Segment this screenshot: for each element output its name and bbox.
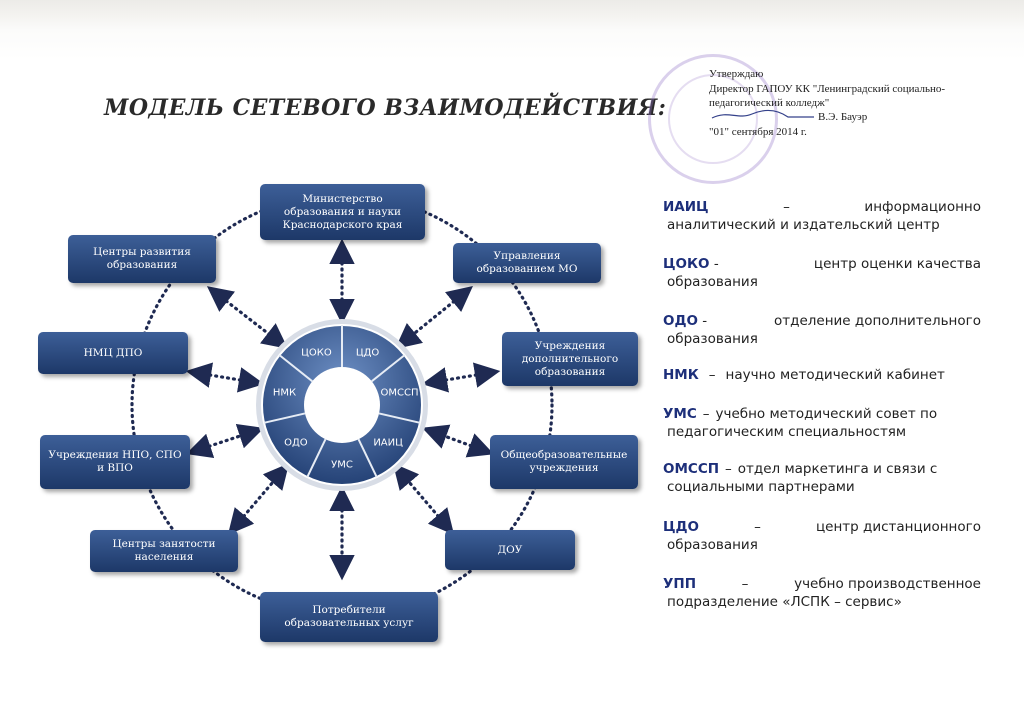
link-employment bbox=[227, 463, 290, 535]
center-ring: ЦОКО ЦДО ОМССП ИАИЦ УМС ОДО НМК bbox=[256, 319, 428, 491]
signature bbox=[711, 109, 814, 119]
page-title: МОДЕЛЬ СЕТЕВОГО ВЗАИМОДЕЙСТВИЯ: bbox=[104, 95, 667, 121]
box-centers-development: Центры развития образования bbox=[68, 235, 216, 283]
ring-divider bbox=[306, 438, 327, 478]
approval-line-1: Утверждаю bbox=[709, 68, 764, 80]
box-additional-institutions: Учреждения дополнительного образования bbox=[502, 332, 638, 386]
ring-segment-label: ЦОКО bbox=[301, 347, 332, 358]
legend-item-omssp: ОМССП–отдел маркетинга и связи с социаль… bbox=[663, 461, 938, 495]
box-consumers: Потребители образовательных услуг bbox=[260, 592, 438, 642]
legend-item-odo: ОДО -отделение дополнительного образован… bbox=[663, 313, 981, 347]
link-additional bbox=[421, 362, 501, 393]
stamp-seal-inner bbox=[668, 74, 758, 164]
link-npo bbox=[185, 423, 265, 459]
ring-divider bbox=[371, 354, 406, 383]
stamp-seal bbox=[648, 54, 778, 184]
approval-line-4: В.Э. Бауэр bbox=[818, 111, 868, 123]
box-ministry: Министерство образования и науки Краснод… bbox=[260, 184, 425, 240]
ring-segment-label: ИАИЦ bbox=[373, 437, 403, 448]
box-employment-centers: Центры занятости населения bbox=[90, 530, 238, 572]
link-general bbox=[421, 424, 495, 458]
box-nmc-dpo: НМЦ ДПО bbox=[38, 332, 188, 374]
ring-divider bbox=[378, 412, 421, 424]
box-general-education: Общеобразовательные учреждения bbox=[490, 435, 638, 489]
approval-line-5: "01" сентября 2014 г. bbox=[709, 126, 807, 138]
link-dou bbox=[392, 463, 455, 535]
legend-item-iaic: ИАИЦ–информационно аналитический и издат… bbox=[663, 199, 981, 233]
ring-segment-label: НМК bbox=[273, 387, 296, 398]
ring-divider bbox=[357, 438, 378, 478]
approval-line-2: Директор ГАПОУ КК "Ленинградский социаль… bbox=[709, 83, 946, 95]
legend-item-cdo: ЦДО–центр дистанционного образования bbox=[663, 519, 981, 553]
legend-item-nmk: НМК–научно методический кабинет bbox=[663, 367, 945, 383]
approval-line-3: педагогический колледж" bbox=[709, 97, 830, 109]
ring-segment-label: ОМССП bbox=[381, 387, 419, 398]
box-dou: ДОУ bbox=[445, 530, 575, 570]
legend-item-ums: УМС–учебно методический совет по педагог… bbox=[663, 406, 938, 440]
ring-segment-label: УМС bbox=[331, 460, 353, 471]
legend-item-upp: УПП–учебно производственное подразделени… bbox=[663, 576, 981, 610]
box-management: Управления образованием МО bbox=[453, 243, 601, 283]
box-npo-spo-vpo: Учреждения НПО, СПО и ВПО bbox=[40, 435, 190, 489]
ring-segment-label: ЦДО bbox=[356, 347, 380, 358]
legend-item-coko: ЦОКО -центр оценки качества образования bbox=[663, 256, 981, 290]
link-nmc bbox=[185, 362, 265, 393]
ring-segment-label: ОДО bbox=[284, 437, 308, 448]
link-management bbox=[395, 285, 473, 350]
ring-divider bbox=[263, 412, 306, 424]
ring-divider bbox=[278, 354, 313, 383]
